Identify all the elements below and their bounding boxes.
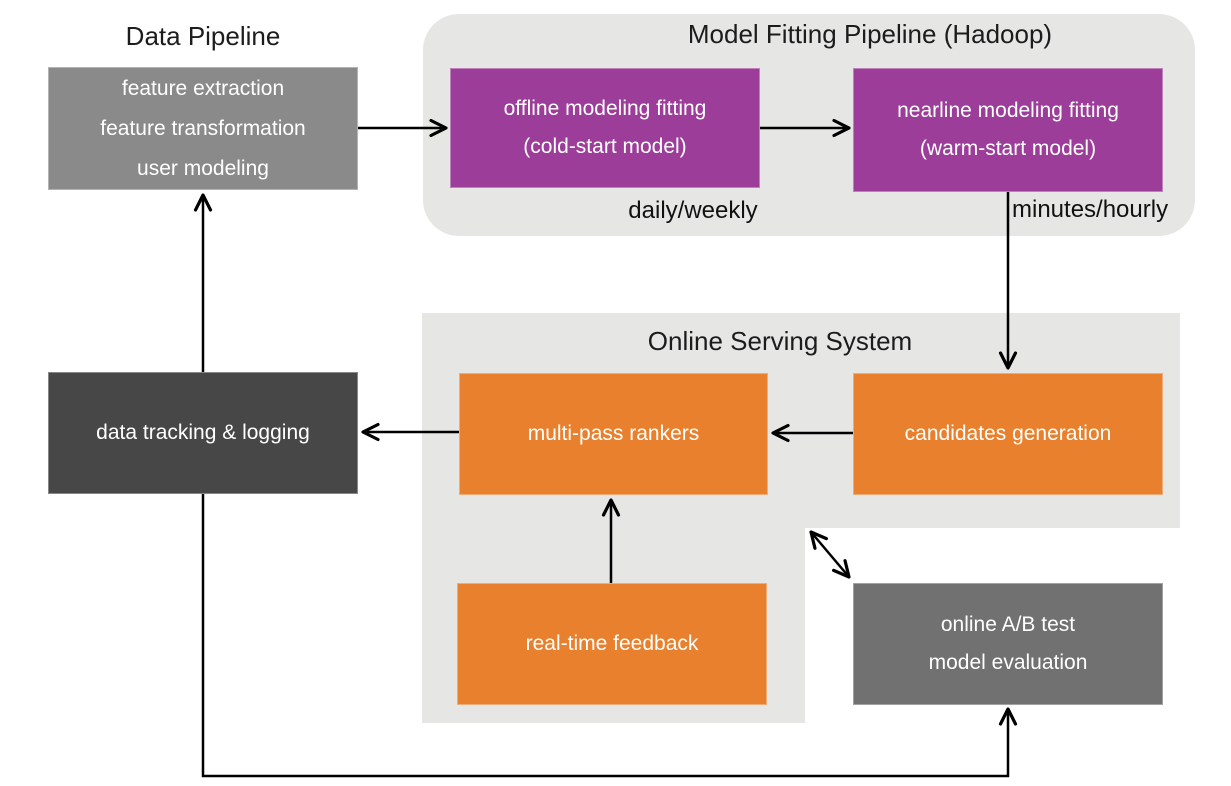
realtime-box-line: real-time feedback bbox=[525, 632, 699, 655]
nearline-model-fitting-box: nearline modeling fitting (warm-start mo… bbox=[853, 68, 1163, 192]
minutes-hourly-label: minutes/hourly bbox=[1012, 196, 1169, 223]
model-fitting-title: Model Fitting Pipeline (Hadoop) bbox=[687, 19, 1053, 49]
ab-test-box: online A/B test model evaluation bbox=[853, 583, 1163, 705]
feature-box-line: feature extraction bbox=[121, 76, 285, 100]
offline-box-line: offline modeling fitting bbox=[503, 97, 707, 120]
tracking-box-line: data tracking & logging bbox=[96, 421, 310, 444]
feature-box-line: user modeling bbox=[137, 156, 269, 180]
online-serving-title: Online Serving System bbox=[647, 326, 913, 356]
candidates-generation-box: candidates generation bbox=[853, 373, 1163, 495]
daily-weekly-label: daily/weekly bbox=[628, 197, 758, 224]
arrow-serving-abtest-bidirectional bbox=[809, 530, 851, 579]
real-time-feedback-box: real-time feedback bbox=[457, 583, 767, 705]
candidates-box-line: candidates generation bbox=[904, 422, 1112, 445]
feature-box-line: feature transformation bbox=[100, 116, 306, 140]
multi-pass-rankers-box: multi-pass rankers bbox=[459, 373, 768, 495]
feature-box: feature extraction feature transformatio… bbox=[48, 67, 358, 190]
offline-model-fitting-box: offline modeling fitting (cold-start mod… bbox=[450, 68, 760, 188]
multipass-box-line: multi-pass rankers bbox=[527, 422, 700, 445]
nearline-box-line: nearline modeling fitting bbox=[897, 99, 1119, 122]
data-tracking-logging-box: data tracking & logging bbox=[48, 372, 358, 494]
offline-box-line: (cold-start model) bbox=[523, 135, 687, 158]
abtest-box-line: model evaluation bbox=[928, 651, 1088, 674]
abtest-box-line: online A/B test bbox=[940, 613, 1076, 636]
data-pipeline-title: Data Pipeline bbox=[125, 21, 281, 51]
nearline-box-line: (warm-start model) bbox=[919, 137, 1097, 160]
